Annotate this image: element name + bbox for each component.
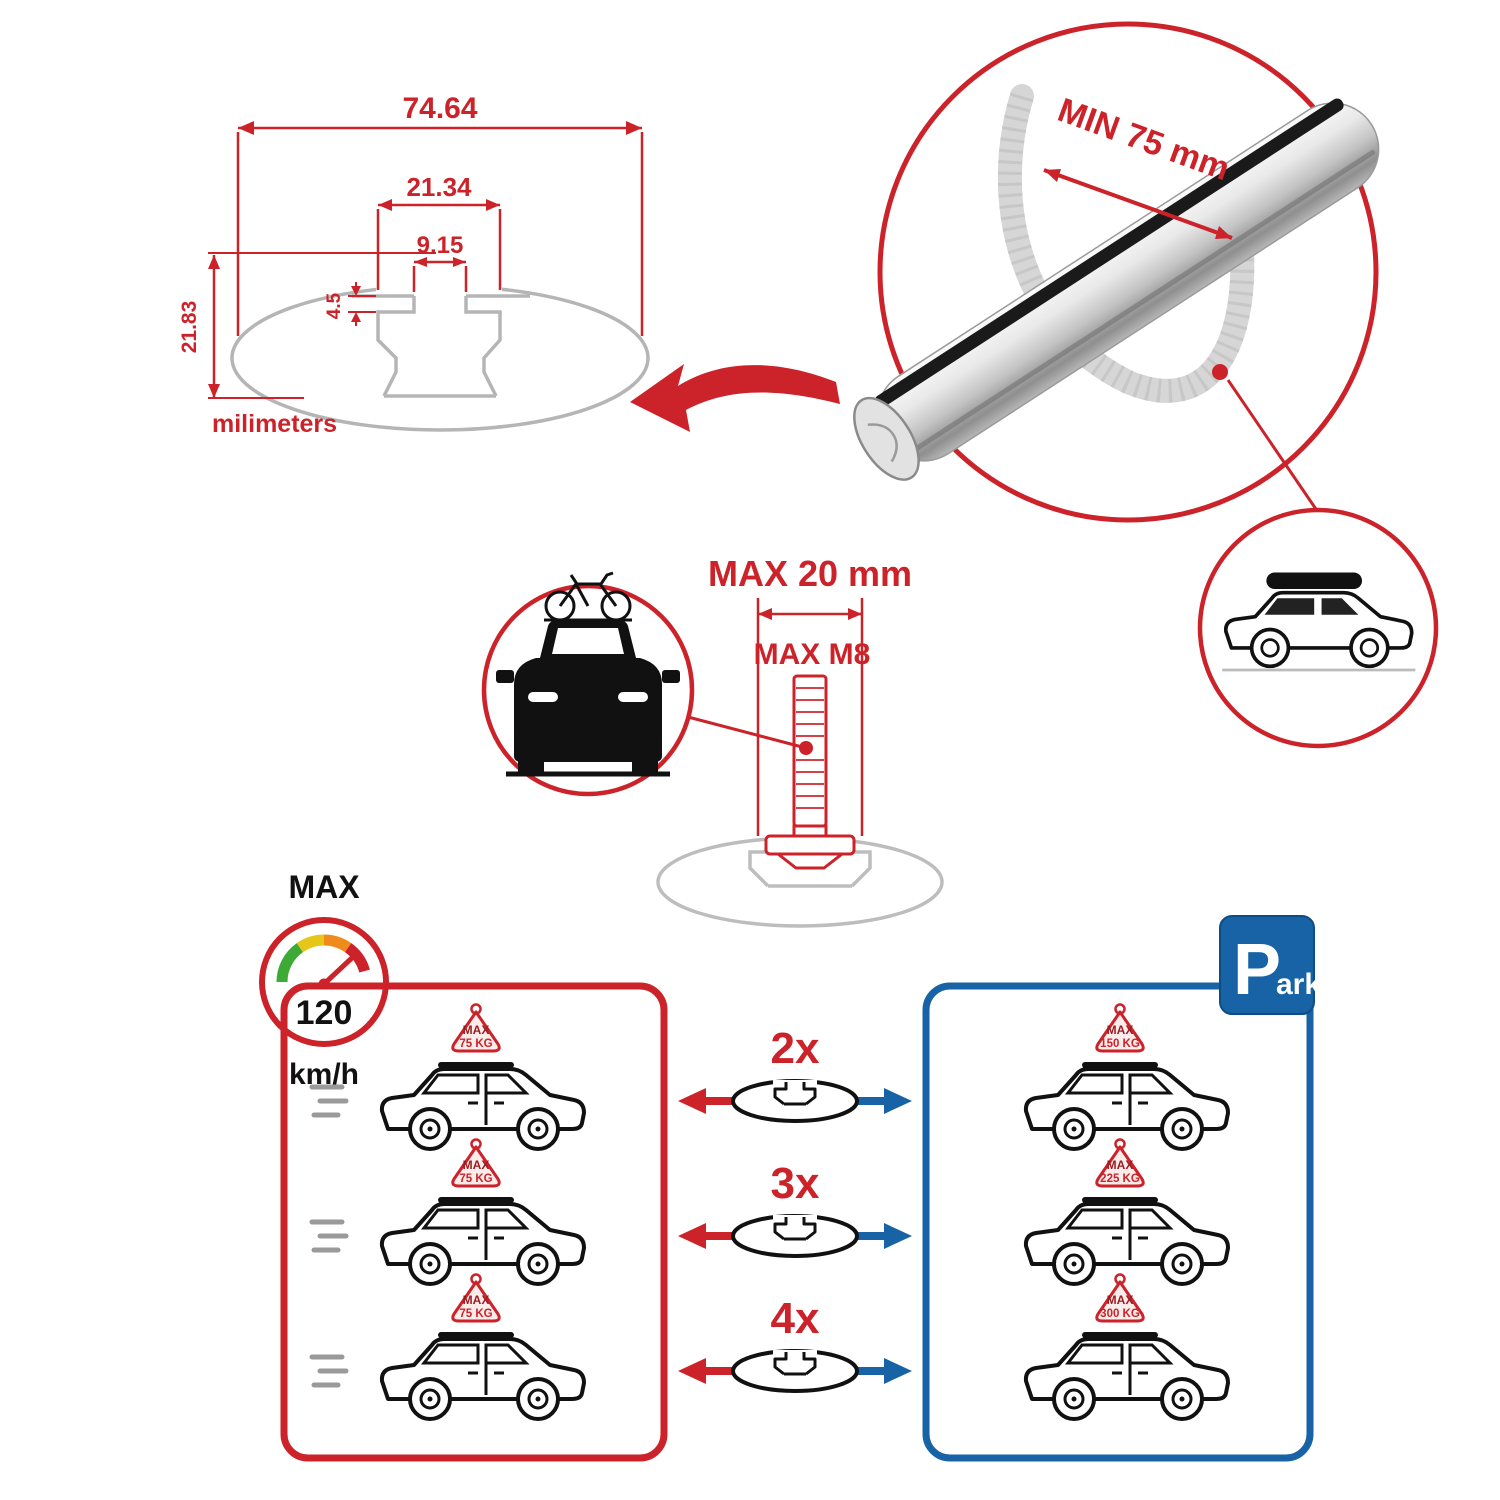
car-front-icon xyxy=(496,620,680,777)
right-arrow-icon xyxy=(857,1088,912,1114)
bolt-max-thread-label: MAX M8 xyxy=(754,638,871,671)
suv-with-roofbox-icon xyxy=(1222,572,1416,672)
sign-value: 75 KG xyxy=(459,1173,492,1185)
gauge-value: 120 xyxy=(296,994,353,1032)
bolt-diagram: MAX 20 mm MAX M8 xyxy=(656,553,944,928)
dim-lip-depth: 4.5 xyxy=(324,292,345,319)
parking-zone-box xyxy=(922,982,1314,1462)
sign-value: 75 KG xyxy=(459,1038,492,1050)
pointer-arrow-icon xyxy=(630,364,840,432)
speed-limit-gauge: MAX 120 km/h xyxy=(259,869,389,1091)
left-arrow-icon xyxy=(678,1223,733,1249)
callout-dot xyxy=(1212,364,1228,380)
gauge-title: MAX xyxy=(288,869,360,905)
sign-value: 75 KG xyxy=(459,1308,492,1320)
dimension-diagram: 74.64 21.34 9.15 4.5 21.83 milimeters xyxy=(178,92,650,438)
dim-channel-inner: 9.15 xyxy=(417,232,464,259)
multiplier-label: 3x xyxy=(771,1159,820,1208)
car-front-circle xyxy=(481,571,695,797)
units-label: milimeters xyxy=(212,410,337,438)
parking-sign: P ark xyxy=(1219,915,1321,1015)
parked-cars: MAX 150 KG MAX 225 KG MAX 300 KG xyxy=(1023,1003,1230,1421)
aluminum-crossbar-icon xyxy=(853,98,1380,481)
sign-title: MAX xyxy=(463,1023,490,1037)
channel-profile-right xyxy=(464,296,502,397)
sign-title: MAX xyxy=(1107,1158,1134,1172)
right-arrow-icon xyxy=(857,1358,912,1384)
sign-value: 300 KG xyxy=(1100,1308,1140,1320)
parking-sign-letter: P xyxy=(1233,930,1281,1010)
sign-value: 150 KG xyxy=(1100,1038,1140,1050)
left-arrow-icon xyxy=(678,1358,733,1384)
multiplier-label: 4x xyxy=(771,1294,820,1343)
parking-sign-suffix: ark xyxy=(1276,968,1321,1001)
channel-profile-left xyxy=(376,296,416,397)
crossbar-detail-circle: MIN 75 mm xyxy=(853,21,1380,523)
dim-total-width: 74.64 xyxy=(402,92,477,125)
sign-title: MAX xyxy=(1107,1293,1134,1307)
sign-title: MAX xyxy=(1107,1023,1134,1037)
t-bolt-icon xyxy=(764,674,856,870)
sign-value: 225 KG xyxy=(1100,1173,1140,1185)
left-arrow-icon xyxy=(678,1088,733,1114)
vehicle-roofbox-circle xyxy=(1197,507,1439,749)
bolt-max-width-label: MAX 20 mm xyxy=(708,553,912,594)
sign-title: MAX xyxy=(463,1158,490,1172)
gauge-needle xyxy=(321,953,357,987)
crossbar-count-column: 2x 3x 4x xyxy=(678,1024,912,1393)
driving-zone-box xyxy=(280,982,668,1462)
right-arrow-icon xyxy=(857,1223,912,1249)
dim-channel-outer: 21.34 xyxy=(406,172,472,202)
dim-total-height: 21.83 xyxy=(178,301,201,354)
sign-title: MAX xyxy=(463,1293,490,1307)
driving-cars: MAX 75 KG MAX 75 KG MAX 75 KG xyxy=(312,1003,586,1421)
multiplier-label: 2x xyxy=(771,1024,820,1073)
